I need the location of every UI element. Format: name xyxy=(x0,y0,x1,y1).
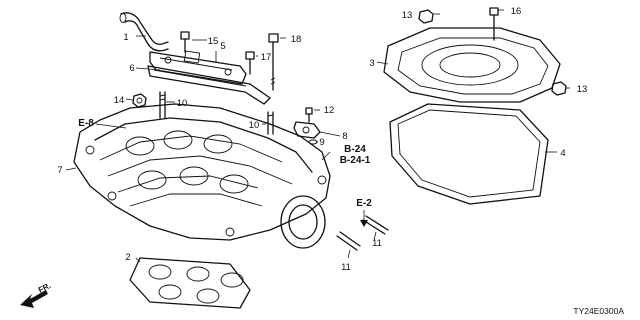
callout-3: 3 xyxy=(369,58,374,69)
callout-8: 8 xyxy=(342,131,347,142)
hose-part-1 xyxy=(119,12,169,52)
callout-13-top: 13 xyxy=(402,10,413,21)
callout-15: 15 xyxy=(208,36,219,47)
callout-16: 16 xyxy=(511,6,522,17)
callouts: 1 2 4 5 6 7 8 9 10 10 11 11 12 13 13 14 … xyxy=(57,6,587,273)
callout-12: 12 xyxy=(324,105,335,116)
bolt-part-16 xyxy=(489,7,499,41)
nut-part-14 xyxy=(132,93,147,108)
callout-11-right: 11 xyxy=(372,238,382,249)
callout-10-lower: 10 xyxy=(249,120,260,131)
cover-part-5 xyxy=(149,50,247,85)
callout-18: 18 xyxy=(291,34,302,45)
callout-2: 2 xyxy=(125,252,130,263)
front-direction-arrow: FR. xyxy=(20,281,52,308)
intake-manifold-part-7 xyxy=(73,103,331,249)
callout-17: 17 xyxy=(261,52,272,63)
bolt-part-15 xyxy=(180,31,190,53)
diagram-code: TY24E0300A xyxy=(573,306,624,316)
callout-10-upper: 10 xyxy=(177,98,188,109)
callout-5: 5 xyxy=(220,41,225,52)
sensor-part-8 xyxy=(293,107,321,145)
callout-11-left: 11 xyxy=(341,262,351,273)
ref-e-2: E-2 xyxy=(356,198,372,209)
gasket-part-4 xyxy=(389,103,549,205)
gasket-part-6 xyxy=(147,65,271,105)
ref-b-24: B-24 xyxy=(344,144,366,155)
nut-part-13 xyxy=(418,9,567,96)
callout-4: 4 xyxy=(560,148,565,159)
reference-labels: E-8 B-24 B-24-1 E-2 xyxy=(78,118,372,209)
callout-14: 14 xyxy=(114,95,125,106)
callout-9: 9 xyxy=(319,137,324,148)
cover-part-3 xyxy=(383,27,561,103)
callout-13-right: 13 xyxy=(577,84,588,95)
ref-b-24-1: B-24-1 xyxy=(340,155,371,166)
callout-7: 7 xyxy=(57,165,62,176)
bolt-part-18 xyxy=(268,33,279,91)
gasket-part-2 xyxy=(129,257,251,309)
leader-lines xyxy=(65,9,570,263)
bolt-part-17 xyxy=(245,51,255,75)
callout-1: 1 xyxy=(123,32,128,43)
e-2-arrow xyxy=(360,210,368,227)
ref-e-8: E-8 xyxy=(78,118,94,129)
callout-6: 6 xyxy=(129,63,134,74)
front-label: FR. xyxy=(37,281,53,295)
